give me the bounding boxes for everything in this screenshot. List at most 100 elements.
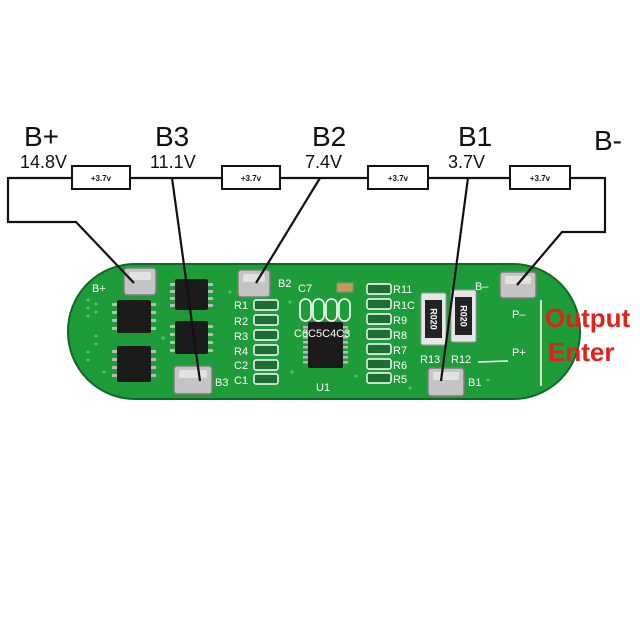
silk-label-p-plus: P+	[512, 347, 526, 359]
resistor-footprint	[366, 328, 392, 340]
resistor-footprint	[253, 329, 279, 341]
battery-cell-3: +3.7v	[367, 165, 429, 190]
pcb: R020 R020 B+	[67, 263, 581, 400]
b-plus-wire	[6, 177, 135, 284]
silk-label-p-minus: P–	[512, 309, 526, 321]
silk-label-r5: R5	[393, 374, 407, 386]
terminal-voltage-b2: 7.4V	[305, 152, 342, 172]
b-minus-wire	[516, 177, 607, 286]
via	[86, 314, 90, 318]
silk-label-r6: R6	[393, 360, 407, 372]
via	[86, 350, 90, 354]
vias	[86, 290, 490, 390]
protection-ic-2-pins	[112, 350, 156, 377]
capacitor-outline	[312, 298, 325, 322]
capacitor-footprint	[253, 373, 279, 385]
shunt-core	[455, 297, 472, 335]
silk-label-r1: R1	[234, 300, 248, 312]
battery-cell-label: +3.7v	[91, 174, 112, 183]
resistor-footprint	[253, 299, 279, 311]
terminal-label-b-plus: B+	[24, 121, 59, 152]
via	[86, 306, 90, 310]
silk-label-b-minus: B–	[475, 281, 489, 293]
via	[86, 298, 90, 302]
capacitor-outline	[325, 298, 338, 322]
capacitor-footprint	[253, 359, 279, 371]
protection-ic-2	[117, 346, 151, 382]
silk-label-r3: R3	[234, 331, 248, 343]
silk-label-u1: U1	[316, 382, 330, 394]
protection-ic-3	[175, 279, 208, 310]
silkscreen-p-plus-trace	[477, 360, 509, 363]
via	[161, 336, 165, 340]
capacitor-c7	[336, 282, 354, 293]
silk-label-r12: R12	[451, 354, 471, 366]
protection-ic-4	[175, 321, 208, 354]
via	[94, 334, 98, 338]
b3-wire	[170, 177, 202, 382]
battery-cell-2: +3.7v	[221, 165, 281, 190]
silk-label-r4: R4	[234, 346, 248, 358]
resistor-footprint	[366, 298, 392, 310]
silk-label-r13: R13	[420, 354, 440, 366]
protection-ic-3-pins	[170, 283, 213, 307]
solder-pad-shine	[179, 370, 207, 378]
silk-label-c1: C1	[234, 375, 248, 387]
b2-wire	[255, 177, 321, 284]
silk-label-r10: R1C	[393, 300, 415, 312]
silk-label-r2: R2	[234, 316, 248, 328]
protection-ic-4-pins	[170, 325, 213, 352]
via	[228, 290, 232, 294]
resistor-footprint	[366, 313, 392, 325]
controller-u1	[308, 322, 343, 368]
silk-label-r7: R7	[393, 345, 407, 357]
shunt-marking: R020	[459, 305, 469, 327]
enter-annotation: Enter	[548, 337, 614, 367]
via	[94, 310, 98, 314]
terminal-label-b3: B3	[155, 121, 189, 152]
b1-wire	[439, 177, 470, 382]
pad-b2	[237, 269, 271, 298]
resistor-footprint	[253, 314, 279, 326]
battery-cell-1: +3.7v	[71, 165, 131, 190]
silk-label-b1: B1	[468, 377, 481, 389]
capacitor-outline	[338, 298, 351, 322]
resistor-footprint	[366, 343, 392, 355]
battery-cells: +3.7v +3.7v +3.7v +3.7v	[71, 165, 571, 190]
silk-label-b2: B2	[278, 278, 291, 290]
battery-cell-box	[509, 165, 571, 190]
via	[354, 374, 358, 378]
output-annotation: Output	[545, 303, 631, 333]
shunt-resistor-r12: R020	[450, 289, 477, 343]
terminal-voltage-b3: 11.1V	[150, 152, 196, 172]
resistor-footprint	[366, 372, 392, 384]
terminal-label-b1: B1	[458, 121, 492, 152]
silk-label-b3: B3	[215, 377, 228, 389]
left-footprints	[253, 299, 279, 385]
shunt-core	[425, 300, 442, 338]
silk-label-c2: C2	[234, 360, 248, 372]
via	[86, 358, 90, 362]
solder-pad-shine	[433, 372, 459, 380]
silk-label-r11: R11	[393, 284, 412, 296]
battery-cell-box	[221, 165, 281, 190]
resistor-footprint	[366, 358, 392, 370]
battery-cell-box	[71, 165, 131, 190]
via	[94, 302, 98, 306]
solder-pad-shine	[505, 276, 531, 284]
via	[94, 342, 98, 346]
resistor-footprint	[253, 344, 279, 356]
via	[290, 370, 294, 374]
resistor-footprint	[366, 283, 392, 295]
pad-b-plus	[123, 267, 157, 296]
terminal-voltage-b1: 3.7V	[448, 152, 485, 172]
terminal-label-b2: B2	[312, 121, 346, 152]
shunt-marking: R020	[429, 308, 439, 330]
protection-ic-1-pins	[112, 303, 156, 330]
silk-label-r9: R9	[393, 315, 407, 327]
battery-cell-label: +3.7v	[530, 174, 551, 183]
shunt-resistor-r13: R020	[420, 292, 447, 346]
battery-cell-label: +3.7v	[388, 174, 409, 183]
via	[408, 386, 412, 390]
